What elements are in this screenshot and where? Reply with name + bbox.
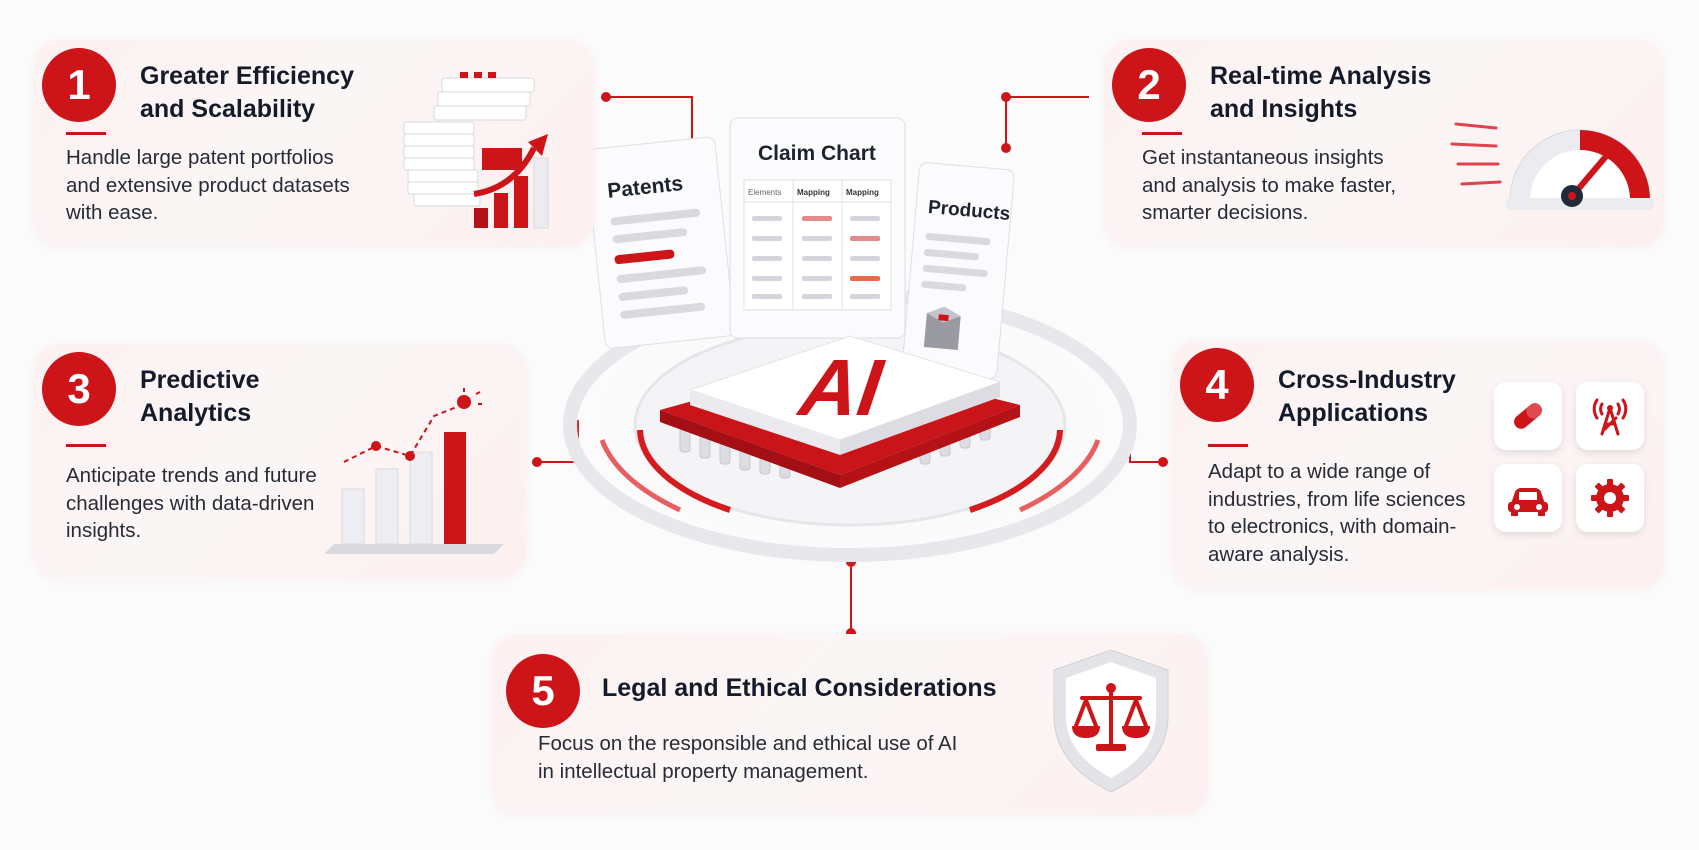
- card-description: Focus on the responsible and ethical use…: [538, 732, 958, 783]
- center-illustration: Patents Claim Chart Elements Mapping Map…: [550, 117, 1150, 570]
- car-icon: [1508, 488, 1548, 516]
- tile-gear: [1576, 464, 1644, 532]
- card-number: 2: [1112, 48, 1186, 122]
- shield-scales-icon: [1053, 649, 1169, 793]
- tile-pill: [1494, 382, 1562, 450]
- title-underline: [1208, 444, 1248, 447]
- pill-icon: [1514, 403, 1542, 429]
- ai-chip: AI: [660, 335, 1020, 488]
- card-title: Greater Efficiency and Scalability: [140, 62, 354, 123]
- card-legal-ethical: 5 Legal and Ethical Considerations Focus…: [492, 634, 1208, 814]
- card-number: 3: [42, 352, 116, 426]
- card-description: Get instantaneous insights and analysis …: [1142, 146, 1397, 224]
- tile-tower: [1576, 382, 1644, 450]
- card-title: Real-time Analysis and Insights: [1210, 62, 1432, 123]
- card-cross-industry: 4 Cross-Industry Applications Adapt to a…: [1172, 340, 1664, 588]
- card-realtime: 2 Real-time Analysis and Insights Get in…: [1104, 40, 1664, 246]
- patents-document: Patents: [585, 136, 735, 349]
- claim-chart-col-3: Mapping: [846, 188, 879, 197]
- card-description: Anticipate trends and future challenges …: [66, 464, 317, 542]
- card-number: 1: [42, 48, 116, 122]
- claim-chart-col-1: Elements: [748, 188, 781, 197]
- title-underline: [1142, 132, 1182, 135]
- card-number: 5: [506, 654, 580, 728]
- card-description: Handle large patent portfolios and exten…: [66, 146, 350, 224]
- claim-chart-document: Claim Chart Elements Mapping Mapping: [729, 117, 906, 339]
- claim-chart-title: Claim Chart: [758, 142, 876, 165]
- gear-icon: [1591, 479, 1629, 517]
- chip-label: AI: [793, 343, 889, 433]
- tile-car: [1494, 464, 1562, 532]
- card-efficiency: 1 Greater Efficiency and Scalability Han…: [34, 40, 594, 246]
- card-predictive: 3 Predictive Analytics Anticipate trends…: [34, 344, 526, 578]
- card-title: Cross-Industry Applications: [1278, 366, 1456, 427]
- products-document: Products: [901, 162, 1015, 380]
- card-number: 4: [1180, 348, 1254, 422]
- title-underline: [66, 132, 106, 135]
- claim-chart-col-2: Mapping: [797, 188, 830, 197]
- title-underline: [66, 444, 106, 447]
- card-title: Predictive Analytics: [140, 366, 260, 427]
- card-description: Adapt to a wide range of industries, fro…: [1208, 460, 1466, 566]
- radio-tower-icon: [1592, 398, 1628, 436]
- trend-bar-chart-icon: [324, 388, 504, 554]
- stacked-documents-growth-chart-icon: [403, 72, 549, 229]
- speedometer-icon: [1450, 122, 1654, 210]
- connector-1: [606, 96, 693, 152]
- card-title: Legal and Ethical Considerations: [602, 674, 997, 702]
